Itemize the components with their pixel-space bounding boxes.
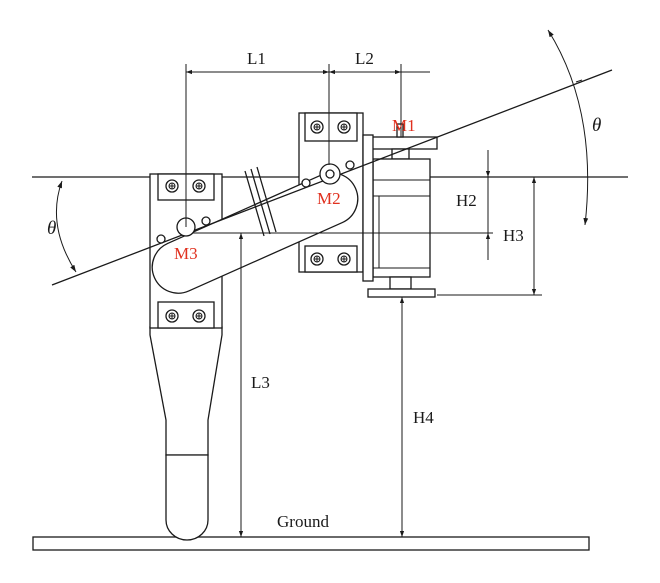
hip-actuator xyxy=(362,123,438,298)
label-m2: M2 xyxy=(317,189,341,208)
dimension-l3: L3 xyxy=(238,233,270,537)
label-h4: H4 xyxy=(413,408,434,427)
dimension-h4: H4 xyxy=(399,297,434,537)
link-bolt xyxy=(201,216,211,226)
label-m1: M1 xyxy=(392,116,416,135)
lower-leg xyxy=(149,326,223,541)
link-bolt xyxy=(345,160,355,170)
bolt xyxy=(310,252,324,266)
dimension-l1: L1 xyxy=(185,49,330,227)
link-bolt xyxy=(301,178,311,188)
label-theta-left: θ xyxy=(47,218,56,239)
label-theta-right: θ xyxy=(592,115,601,136)
angle-theta-left: θ xyxy=(47,180,77,273)
label-l1: L1 xyxy=(247,49,266,68)
dimension-h2: H2 xyxy=(456,150,491,260)
ground-plate xyxy=(32,536,590,551)
label-m3: M3 xyxy=(174,244,198,263)
joint-m2 xyxy=(319,163,341,185)
bolt xyxy=(165,179,179,193)
bolt xyxy=(337,120,351,134)
label-l3: L3 xyxy=(251,373,270,392)
bolts xyxy=(156,120,355,323)
bolt xyxy=(165,309,179,323)
bolt xyxy=(192,179,206,193)
label-l2: L2 xyxy=(355,49,374,68)
label-h2: H2 xyxy=(456,191,477,210)
link-bolt xyxy=(156,234,166,244)
angle-theta-right: θ xyxy=(547,29,601,226)
label-ground: Ground xyxy=(277,512,329,531)
dimension-l2: L2 xyxy=(329,49,430,137)
bolt xyxy=(310,120,324,134)
bolt xyxy=(337,252,351,266)
bolt xyxy=(192,309,206,323)
dimension-h3: H3 xyxy=(437,177,542,296)
label-h3: H3 xyxy=(503,226,524,245)
